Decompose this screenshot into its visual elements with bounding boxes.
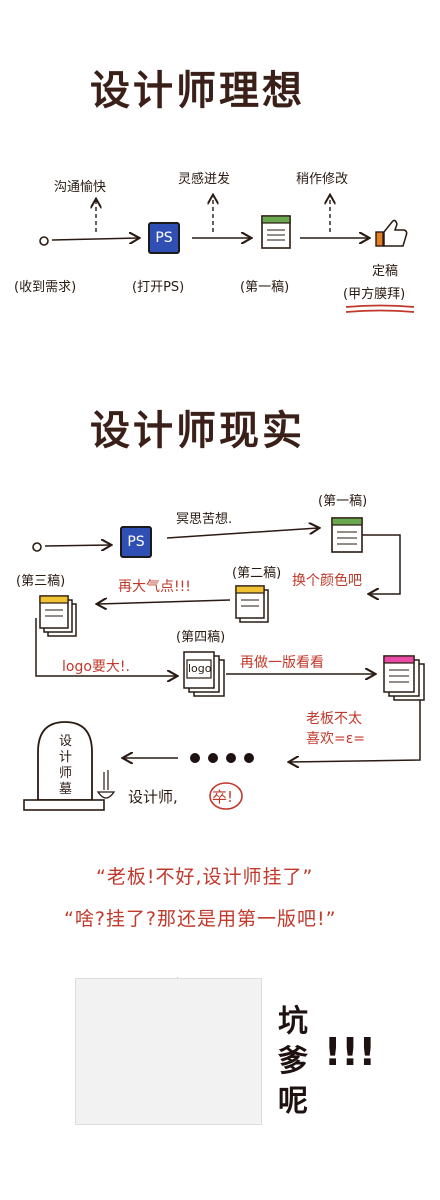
- photoshop-icon-2: PS: [120, 526, 152, 558]
- quote-2: “啥?挂了?那还是用第一版吧!”: [64, 908, 337, 930]
- label-minor-edit: 稍作修改: [296, 172, 349, 187]
- arrow-1: [51, 238, 138, 240]
- label-change-color: 换个颜色吧: [292, 573, 362, 589]
- tombstone: [23, 721, 116, 811]
- label-inspiration: 灵感迸发: [178, 172, 231, 187]
- label-death: 卒!: [212, 788, 234, 806]
- label-open-ps: (打开PS): [132, 280, 185, 295]
- label-first-draft: (第一稿): [240, 280, 290, 295]
- label-draft-3: (第三稿): [16, 574, 66, 589]
- label-draft-4: (第四稿): [176, 630, 226, 645]
- label-think-hard: 冥思苦想.: [176, 512, 233, 527]
- meme-text-3: 呢: [278, 1084, 308, 1119]
- label-boss-dislike-1: 老板不太: [306, 711, 362, 727]
- tomb-char-2: 计: [59, 750, 73, 765]
- label-smooth-communication: 沟通愉快: [54, 180, 107, 195]
- ideal-title: 设计师理想: [90, 68, 305, 114]
- label-client-worship: (甲方膜拜): [343, 287, 406, 302]
- label-logo-bigger: logo要大!.: [62, 659, 130, 675]
- meme-exclaim: !!!: [324, 1030, 376, 1074]
- logo-text: logo: [188, 662, 212, 675]
- reality-title: 设计师现实: [90, 408, 305, 454]
- label-boss-dislike-2: 喜欢=ε=: [306, 731, 366, 747]
- label-designer: 设计师,: [128, 788, 178, 806]
- document-icon: [261, 215, 291, 249]
- meme-text-2: 爹: [278, 1044, 308, 1079]
- tomb-char-1: 设: [59, 734, 73, 749]
- thumbs-up-icon: [375, 219, 408, 247]
- label-more-grand: 再大气点!!!: [118, 579, 191, 595]
- quote-1: “老板!不好,设计师挂了”: [96, 866, 314, 888]
- red-underline: [345, 304, 415, 308]
- tomb-char-3: 师: [59, 766, 73, 781]
- tomb-char-4: 墓: [59, 782, 73, 797]
- meme-text-1: 坑: [278, 1004, 308, 1039]
- label-draft-2: (第二稿): [232, 566, 282, 581]
- label-redo-version: 再做一版看看: [240, 655, 324, 671]
- label-receive-request: (收到需求): [14, 280, 77, 295]
- label-final: 定稿: [372, 264, 399, 279]
- meme-image-frame: [75, 978, 262, 1125]
- label-draft-1: (第一稿): [318, 494, 368, 509]
- start-dot: [39, 236, 49, 246]
- photoshop-icon: PS: [148, 222, 180, 254]
